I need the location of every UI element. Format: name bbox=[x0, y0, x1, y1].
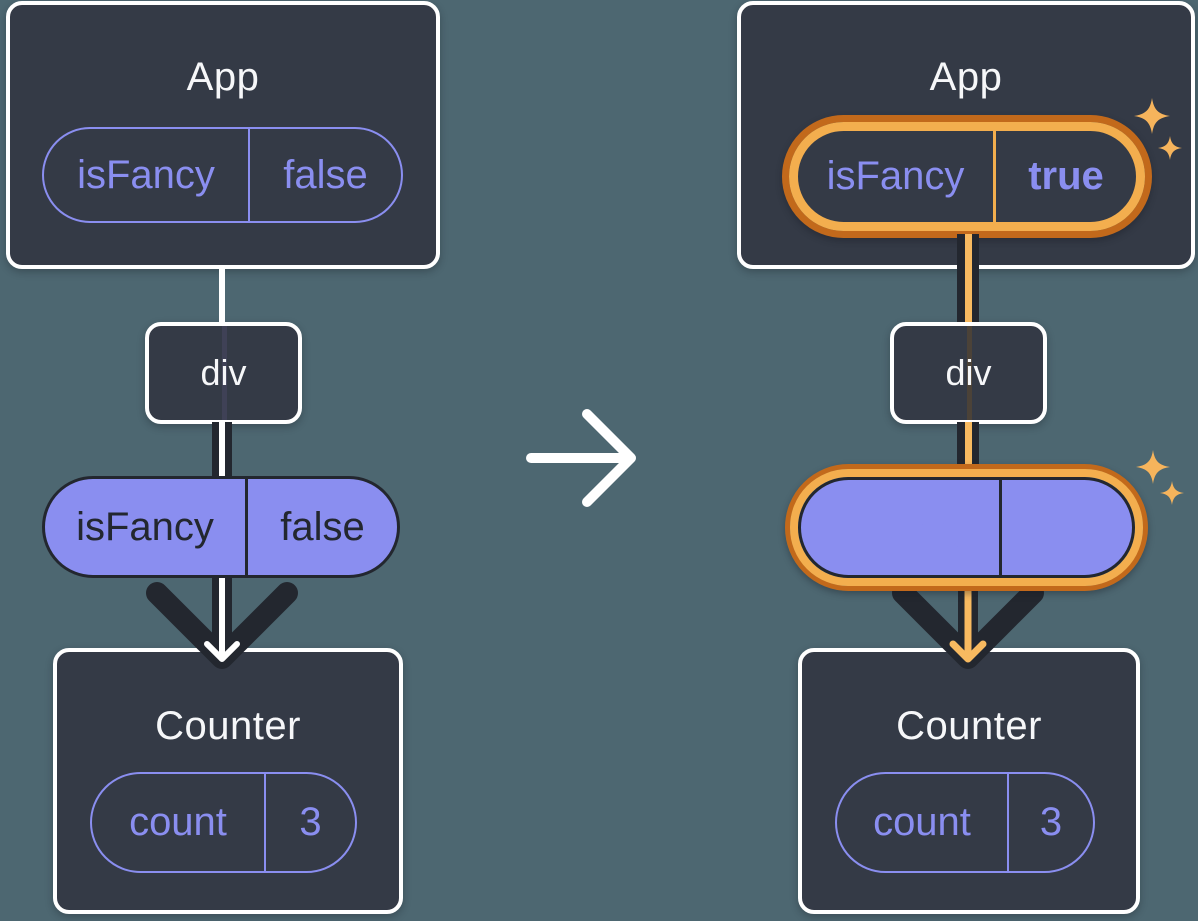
counter-state-pill-before: count 3 bbox=[90, 772, 357, 873]
prop-pill-before: isFancy false bbox=[42, 476, 400, 578]
state-value: true bbox=[1028, 154, 1104, 198]
component-title: App bbox=[186, 55, 260, 99]
pill-divider bbox=[993, 131, 996, 222]
component-title: App bbox=[929, 55, 1003, 99]
pill-divider bbox=[264, 774, 266, 871]
div-node-before: div bbox=[145, 322, 302, 424]
component-title: Counter bbox=[896, 704, 1042, 748]
div-label: div bbox=[200, 352, 247, 393]
connector-app-div-before bbox=[219, 266, 225, 324]
pill-divider bbox=[248, 129, 250, 221]
pill-divider bbox=[245, 479, 248, 575]
state-name: count bbox=[873, 800, 971, 844]
trunk-core-after bbox=[965, 234, 972, 322]
prop-value: false bbox=[280, 504, 365, 549]
transition-arrow-icon bbox=[526, 409, 636, 507]
state-name: isFancy bbox=[77, 152, 215, 197]
pass-through-line bbox=[221, 326, 227, 420]
state-pill-before: isFancy false bbox=[42, 127, 403, 223]
app-card-before: App isFancy false bbox=[6, 1, 440, 269]
component-title: Counter bbox=[155, 704, 301, 748]
counter-card-before: Counter count 3 bbox=[53, 648, 403, 914]
div-node-after: div bbox=[890, 322, 1047, 424]
counter-card-after: Counter count 3 bbox=[798, 648, 1140, 914]
state-value: 3 bbox=[1039, 800, 1063, 844]
prop-name: isFancy bbox=[76, 504, 214, 549]
highlight-ring: isFancy true bbox=[785, 464, 1148, 591]
state-pill-after: isFancy true bbox=[789, 122, 1145, 231]
sparkles-icon bbox=[1136, 450, 1184, 505]
highlight-ring: isFancy true bbox=[782, 115, 1152, 238]
state-value: 3 bbox=[299, 800, 322, 844]
state-value: false bbox=[283, 152, 368, 197]
prop-name: isFancy bbox=[831, 505, 969, 549]
trunk-core-before bbox=[219, 422, 225, 478]
prop-value: true bbox=[1029, 505, 1105, 549]
pass-through-line bbox=[966, 326, 972, 420]
pill-divider bbox=[1007, 774, 1009, 871]
sparkles-icon bbox=[1134, 98, 1182, 160]
app-card-after: App isFancy true bbox=[737, 1, 1195, 269]
flow-arrow-down-before bbox=[146, 570, 298, 669]
counter-state-pill-after: count 3 bbox=[835, 772, 1095, 873]
state-name: count bbox=[129, 800, 227, 844]
prop-pill-after: isFancy true bbox=[798, 477, 1135, 578]
div-label: div bbox=[945, 352, 992, 393]
pill-divider bbox=[999, 480, 1002, 575]
trunk-core-after-2 bbox=[965, 422, 972, 480]
state-name: isFancy bbox=[826, 154, 965, 198]
